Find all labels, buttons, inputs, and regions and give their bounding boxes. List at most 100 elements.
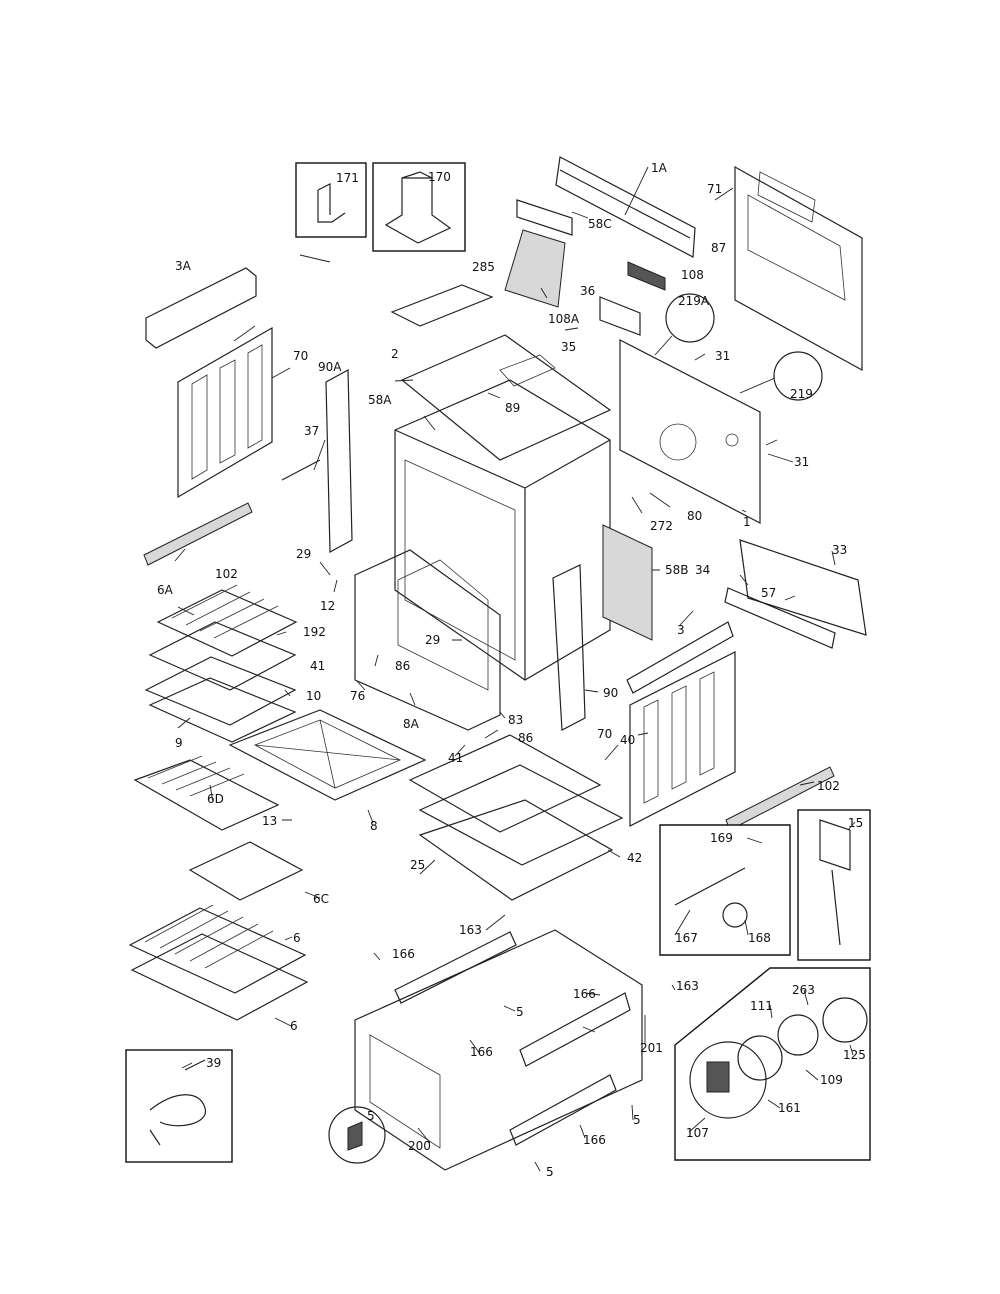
part-label-6d: 6D	[207, 792, 224, 806]
part-label-10: 10	[306, 689, 321, 703]
part-label-87: 87	[711, 241, 726, 255]
inset-15[interactable]	[797, 809, 871, 961]
part-label-31-side: 31	[794, 455, 809, 469]
part-label-108: 108	[681, 268, 704, 282]
part-label-2: 2	[391, 347, 399, 361]
part-label-263: 263	[792, 983, 815, 997]
insulation-285[interactable]	[390, 284, 494, 327]
callout-219[interactable]	[773, 351, 823, 401]
part-label-170: 170	[428, 170, 451, 184]
part-label-5-right: 5	[633, 1113, 641, 1127]
part-label-42: 42	[627, 851, 642, 865]
inset-fan-motor[interactable]	[659, 824, 791, 956]
side-panel-70-left[interactable]	[177, 326, 273, 499]
part-label-34: 34	[695, 563, 710, 577]
part-label-3a: 3A	[175, 259, 192, 273]
rear-top-rail-1a[interactable]	[555, 156, 696, 258]
part-label-35: 35	[561, 340, 576, 354]
bracket-108a[interactable]	[599, 296, 641, 336]
part-label-285: 285	[472, 260, 495, 274]
part-label-1a: 1A	[651, 161, 668, 175]
side-panel-70-right[interactable]	[629, 651, 736, 827]
part-label-166-lower: 166	[583, 1133, 606, 1147]
rack-6-upper[interactable]	[128, 904, 307, 994]
part-label-169: 169	[710, 831, 733, 845]
inset-convection-fan[interactable]	[674, 967, 871, 1161]
part-label-25: 25	[410, 858, 425, 872]
rail-3[interactable]	[626, 621, 734, 694]
part-label-6a: 6A	[157, 583, 174, 597]
rack-6c[interactable]	[188, 841, 304, 901]
part-label-70-left: 70	[293, 349, 308, 363]
part-label-109: 109	[820, 1073, 843, 1087]
door-frame-76[interactable]	[354, 549, 501, 731]
part-label-57: 57	[761, 586, 776, 600]
callout-5-circle[interactable]	[328, 1106, 386, 1164]
part-label-6-lower: 6	[290, 1019, 298, 1033]
part-label-108a: 108A	[548, 312, 580, 326]
part-label-70-right: 70	[597, 727, 612, 741]
part-label-33: 33	[832, 543, 847, 557]
vent-duct-58c[interactable]	[516, 199, 573, 236]
part-label-166-upper-left: 166	[392, 947, 415, 961]
oven-cavity-58a[interactable]	[394, 379, 611, 681]
rail-34[interactable]	[724, 587, 836, 649]
part-label-40: 40	[620, 733, 635, 747]
callout-219a[interactable]	[665, 293, 715, 343]
broil-pan-9[interactable]	[148, 677, 297, 743]
part-label-111: 111	[750, 999, 773, 1013]
part-label-219: 219	[790, 387, 813, 401]
inset-171[interactable]	[295, 162, 367, 238]
rail-166-bottom[interactable]	[509, 1074, 617, 1146]
part-label-29-upper: 29	[296, 547, 311, 561]
inset-170[interactable]	[372, 162, 466, 252]
part-label-167: 167	[675, 931, 698, 945]
part-label-15: 15	[848, 816, 863, 830]
part-label-90: 90	[603, 686, 618, 700]
side-panel-58b[interactable]	[602, 524, 653, 641]
part-label-168: 168	[748, 931, 771, 945]
back-panel-1[interactable]	[619, 339, 761, 524]
vent-duct-36[interactable]	[504, 229, 566, 308]
part-label-8a: 8A	[403, 717, 420, 731]
part-label-13: 13	[262, 814, 277, 828]
rail-166-top-left[interactable]	[394, 931, 517, 1004]
part-label-6-upper: 6	[293, 931, 301, 945]
rod-37[interactable]	[281, 459, 321, 481]
part-label-125: 125	[843, 1048, 866, 1062]
rail-3a[interactable]	[145, 267, 257, 349]
rail-102-left[interactable]	[143, 502, 253, 566]
rail-166-mid[interactable]	[519, 992, 631, 1067]
rear-panel-71[interactable]	[734, 165, 863, 372]
broil-pan-10[interactable]	[144, 656, 297, 726]
panel-40-42[interactable]	[408, 734, 624, 901]
rack-192[interactable]	[148, 621, 297, 691]
bracket-33[interactable]	[739, 539, 867, 636]
part-label-166-mid: 166	[470, 1045, 493, 1059]
part-label-31-top: 31	[715, 349, 730, 363]
rack-6-lower[interactable]	[130, 933, 309, 1021]
insulation-90a[interactable]	[325, 369, 353, 553]
part-label-41-lower: 41	[448, 751, 463, 765]
part-label-41-upper: 41	[310, 659, 325, 673]
part-label-80: 80	[687, 509, 702, 523]
part-label-83: 83	[508, 713, 523, 727]
top-panel-2[interactable]	[400, 334, 612, 461]
bracket-108[interactable]	[627, 261, 666, 291]
insulation-90[interactable]	[552, 564, 586, 731]
part-label-76: 76	[350, 689, 365, 703]
part-label-12: 12	[320, 599, 335, 613]
part-label-90a: 90A	[318, 360, 342, 374]
part-label-6c: 6C	[313, 892, 329, 906]
part-label-36: 36	[580, 284, 595, 298]
drawer-base-200[interactable]	[354, 929, 643, 1171]
rack-6d[interactable]	[133, 755, 280, 831]
part-label-8: 8	[370, 819, 378, 833]
part-label-58b: 58B	[665, 563, 689, 577]
cord-inset-39[interactable]	[125, 1049, 233, 1163]
part-label-272: 272	[650, 519, 673, 533]
oven-bottom-8[interactable]	[228, 709, 427, 801]
rack-6a[interactable]	[156, 584, 298, 657]
part-label-5-lower: 5	[546, 1165, 554, 1179]
